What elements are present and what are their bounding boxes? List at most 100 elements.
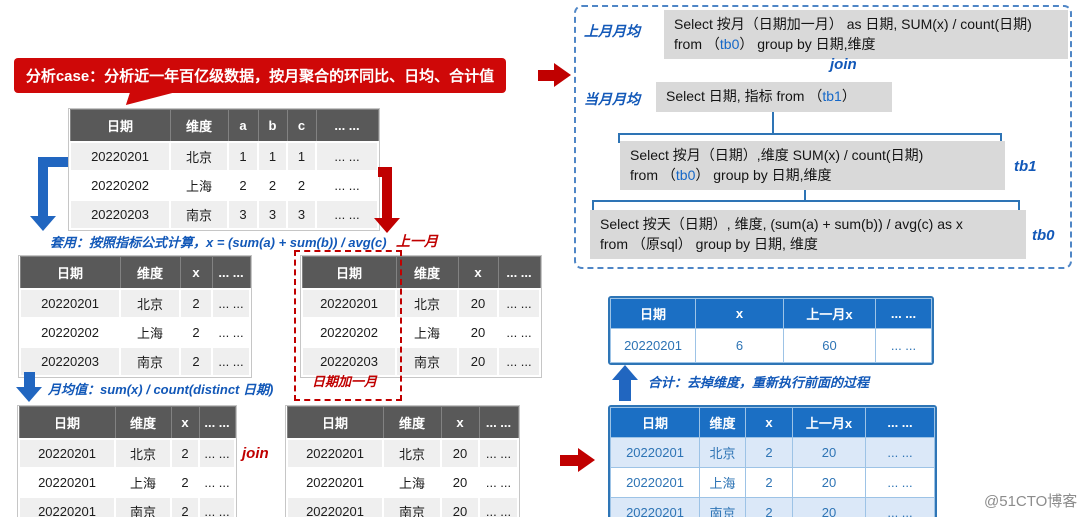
col-header: x (745, 407, 793, 438)
table-header-row: 日期 维度 x ... ... (286, 406, 519, 440)
cell: 2 (170, 438, 200, 469)
cell: 20 (440, 496, 480, 517)
cell: 20220201 (18, 496, 116, 517)
col-header: ... ... (211, 256, 251, 290)
bracket-hook (618, 133, 620, 143)
table-header-row: 日期 x 上一月x ... ... (610, 298, 932, 329)
col-header: 日期 (610, 407, 700, 438)
arrow-right-icon (538, 70, 554, 81)
cell: 2 (286, 170, 317, 201)
cell: 60 (783, 328, 876, 363)
table-row: 20220203 南京 2 ... ... (19, 346, 251, 377)
cell: 北京 (699, 437, 746, 468)
cell: 2 (745, 467, 793, 498)
table-row: 20220201 南京 2 ... ... (18, 496, 236, 517)
sql-line: from （tb0） group by 日期,维度 (630, 166, 832, 183)
cell: 20220203 (19, 346, 121, 377)
table-row: 20220201 上海 2 20 ... ... (610, 467, 935, 498)
arrow-down-blue-icon (30, 216, 56, 231)
cell: 北京 (114, 438, 172, 469)
cell: ... ... (497, 346, 541, 377)
col-header: 维度 (114, 406, 172, 440)
date-plus-one-month-label: 日期加一月 (312, 374, 378, 389)
total-note: 合计：去掉维度，重新执行前面的过程 (648, 375, 870, 390)
cell: 2 (745, 437, 793, 468)
cell: 南京 (119, 346, 181, 377)
cell: 20220201 (286, 438, 384, 469)
cell: 北京 (382, 438, 442, 469)
cell: ... ... (315, 170, 379, 201)
table-row: 20220201 北京 20 ... ... (301, 288, 541, 319)
col-header: 维度 (119, 256, 181, 290)
table-header-row: 日期 维度 x ... ... (19, 256, 251, 290)
col-header: 日期 (69, 109, 171, 143)
cell: 6 (695, 328, 784, 363)
arrow-down-blue-icon (16, 387, 42, 402)
col-header: ... ... (478, 406, 519, 440)
arrow-right-icon (554, 63, 571, 87)
table-row: 20220202 上海 2 2 2 ... ... (69, 170, 379, 201)
cell: 20220202 (19, 317, 121, 348)
cell: ... ... (875, 328, 932, 363)
cell: ... ... (497, 317, 541, 348)
col-header: ... ... (497, 256, 541, 290)
cell: 20220201 (610, 437, 700, 468)
table-row: 20220201 北京 1 1 1 ... ... (69, 141, 379, 172)
col-header: x (170, 406, 200, 440)
cell: 2 (170, 467, 200, 498)
monthly-avg-note: 月均值：sum(x) / count(distinct 日期) (48, 382, 274, 397)
sql-line: Select 按月（日期加一月） as 日期, SUM(x) / count(日… (674, 16, 1032, 32)
cell: 南京 (395, 346, 459, 377)
cell: 20 (457, 346, 499, 377)
tb0-ref: tb0 (719, 35, 740, 52)
col-header: x (695, 298, 784, 329)
prev-month-agg-table: 日期 维度 x ... ... 20220201 北京 20 ... ... 2… (285, 405, 520, 517)
bracket-hook (592, 200, 594, 210)
cell: 20 (440, 438, 480, 469)
table-row: 20220201 北京 20 ... ... (286, 438, 519, 469)
sql-query-tb0: Select 按天（日期）, 维度, (sum(a) + sum(b)) / a… (590, 210, 1026, 260)
col-header: x (179, 256, 213, 290)
sql-line: from （tb0） group by 日期,维度 (674, 35, 876, 52)
cell: 南京 (169, 199, 229, 230)
cell: ... ... (315, 199, 379, 230)
cell: 20 (792, 467, 866, 498)
table-header-row: 日期 维度 x ... ... (301, 256, 541, 290)
arrow-down-red-icon (382, 167, 392, 219)
cell: 2 (170, 496, 200, 517)
cell: 1 (227, 141, 259, 172)
col-header: 日期 (286, 406, 384, 440)
analysis-case-banner: 分析case：分析近一年百亿级数据，按月聚合的环同比、日均、合计值 (14, 58, 506, 93)
table-row: 20220201 上海 20 ... ... (286, 467, 519, 498)
sql-steps-container (574, 5, 1072, 269)
tb0-label: tb0 (1032, 227, 1055, 244)
cell: 20 (792, 437, 866, 468)
cell: 20220201 (610, 467, 700, 498)
col-header: 上一月x (783, 298, 876, 329)
col-header: 上一月x (792, 407, 866, 438)
sql-query-prev-month: Select 按月（日期加一月） as 日期, SUM(x) / count(日… (664, 10, 1068, 60)
cell: ... ... (865, 437, 935, 468)
cell: 20220201 (18, 467, 116, 498)
joined-dimension-table: 日期 维度 x 上一月x ... ... 20220201 北京 2 20 ..… (608, 405, 937, 517)
col-header: 日期 (610, 298, 696, 329)
sql-line: Select 日期, 指标 from （tb1） (666, 88, 856, 104)
current-month-avg-label: 当月月均 (584, 91, 640, 107)
cell: 20220203 (69, 199, 171, 230)
joined-total-table: 日期 x 上一月x ... ... 20220201 6 60 ... ... (608, 296, 934, 365)
table-row: 20220201 南京 2 20 ... ... (610, 497, 935, 517)
col-header: ... ... (875, 298, 932, 329)
cell: 3 (227, 199, 259, 230)
last-month-label: 上一月 (396, 233, 438, 249)
cell: 北京 (395, 288, 459, 319)
cell: 南京 (699, 497, 746, 517)
cell: 1 (286, 141, 317, 172)
cell: ... ... (211, 317, 251, 348)
cell: ... ... (478, 496, 519, 517)
cell: 20220201 (301, 288, 397, 319)
table-row: 20220201 南京 20 ... ... (286, 496, 519, 517)
cell: 2 (745, 497, 793, 517)
prev-month-shifted-table: 日期 维度 x ... ... 20220201 北京 20 ... ... 2… (300, 255, 542, 378)
col-header: c (286, 109, 317, 143)
last-month-avg-label: 上月月均 (584, 23, 640, 39)
